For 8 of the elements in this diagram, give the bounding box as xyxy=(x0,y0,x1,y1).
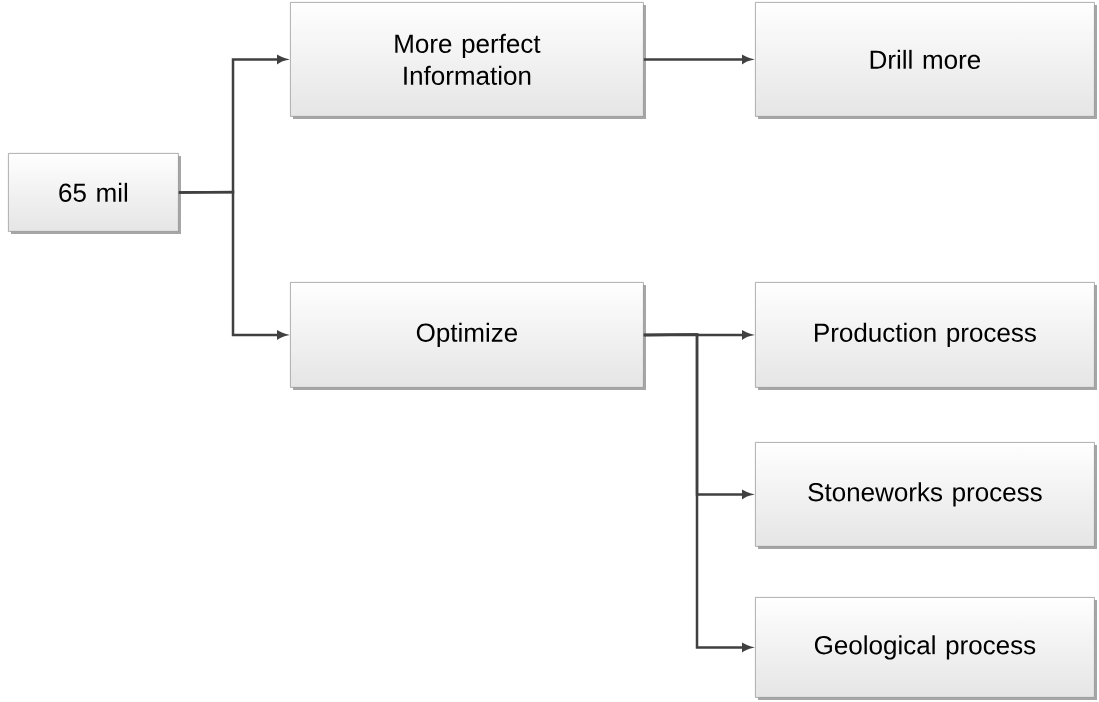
process-box: Production process xyxy=(755,282,1097,390)
process-box: Optimize xyxy=(290,282,646,390)
process-box: Geological process xyxy=(755,597,1097,700)
process-box: 65 mil xyxy=(8,153,181,234)
process-box: More perfect Information xyxy=(290,2,646,119)
arrow xyxy=(178,190,287,339)
process-box: Stoneworks process xyxy=(755,442,1097,549)
process-box: Drill more xyxy=(755,2,1097,119)
